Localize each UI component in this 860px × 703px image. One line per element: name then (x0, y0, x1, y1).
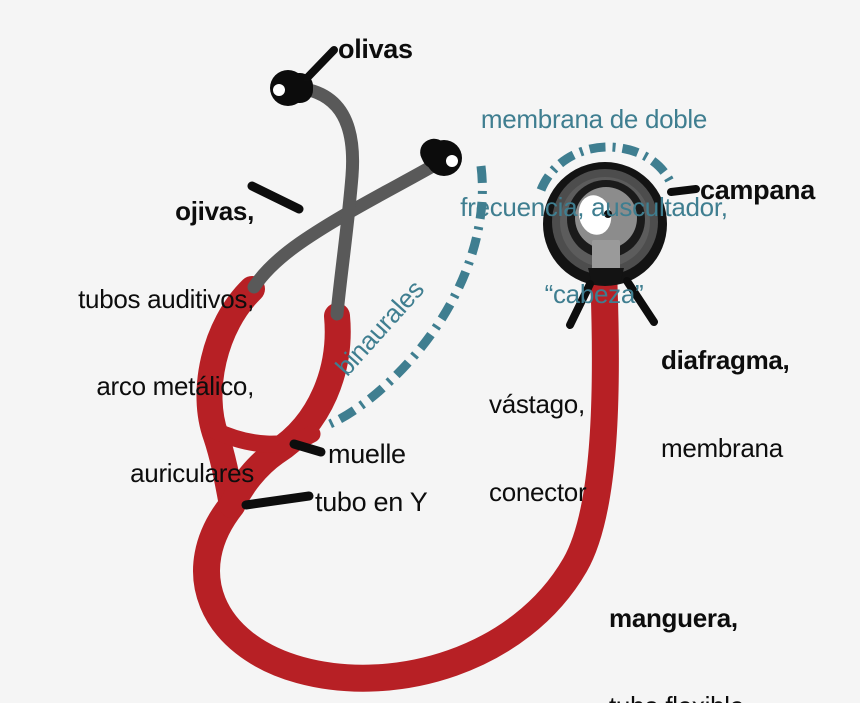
head-neck (588, 268, 624, 284)
label-tubo-en-y: tubo en Y (315, 487, 428, 517)
tubo-en-y-puente (205, 421, 321, 453)
label-muelle: muelle (328, 439, 406, 469)
label-membrana-line2: frecuencia, auscultador, (460, 191, 728, 222)
label-ojivas-line2: tubos auditivos, (78, 283, 254, 314)
label-manguera-line1: manguera, (609, 603, 738, 634)
label-manguera: manguera, tubo flexible, tubuladora (609, 546, 751, 703)
tubo-auditivo-izquierdo (247, 156, 445, 294)
label-vastago-line2: conector (489, 476, 587, 507)
leader-ojivas (247, 181, 304, 214)
tubo-auditivo-derecho (298, 82, 360, 321)
chestpiece-head (543, 162, 667, 295)
callout-arc-binaurales (328, 165, 487, 429)
label-ojivas-line3: arco metálico, (96, 370, 254, 401)
oliva-derecha (420, 138, 462, 176)
label-manguera-line2: tubo flexible, (609, 691, 751, 703)
binaurales-gray-group (247, 82, 445, 321)
label-campana: campana (700, 175, 815, 205)
label-membrana-cabeza: membrana de doble frecuencia, auscultado… (434, 47, 754, 367)
leader-muelle (289, 439, 326, 457)
label-ojivas: ojivas, tubos auditivos, arco metálico, … (8, 139, 254, 547)
diafragma-center-dot (604, 210, 612, 218)
label-diafragma-line1: diafragma, (661, 345, 790, 376)
manguera-main-hose (193, 271, 619, 692)
head-stem-block (592, 240, 620, 272)
label-diafragma-line2: membrana (661, 432, 783, 463)
label-diafragma: diafragma, membrana (661, 288, 790, 521)
callout-arc-cabeza (536, 142, 677, 192)
leader-tubo-en-y (241, 491, 314, 510)
label-membrana-line3: “cabeza” (544, 278, 644, 309)
label-vastago: vástago, conector (489, 332, 587, 565)
leader-lines-group (241, 46, 700, 510)
leader-vastago (566, 280, 594, 329)
red-tubing-group (193, 271, 619, 692)
label-olivas: olivas (338, 34, 413, 64)
leader-campana (667, 185, 700, 196)
leader-diafragma (623, 277, 658, 326)
label-membrana-line1: membrana de doble (480, 104, 708, 135)
leader-olivas (303, 46, 338, 82)
label-ojivas-line4: auriculares (130, 458, 254, 489)
label-ojivas-line1: ojivas, (175, 196, 254, 227)
teal-callout-group (328, 142, 677, 429)
label-vastago-line1: vástago, (489, 389, 585, 420)
diafragma-highlight (578, 195, 612, 235)
